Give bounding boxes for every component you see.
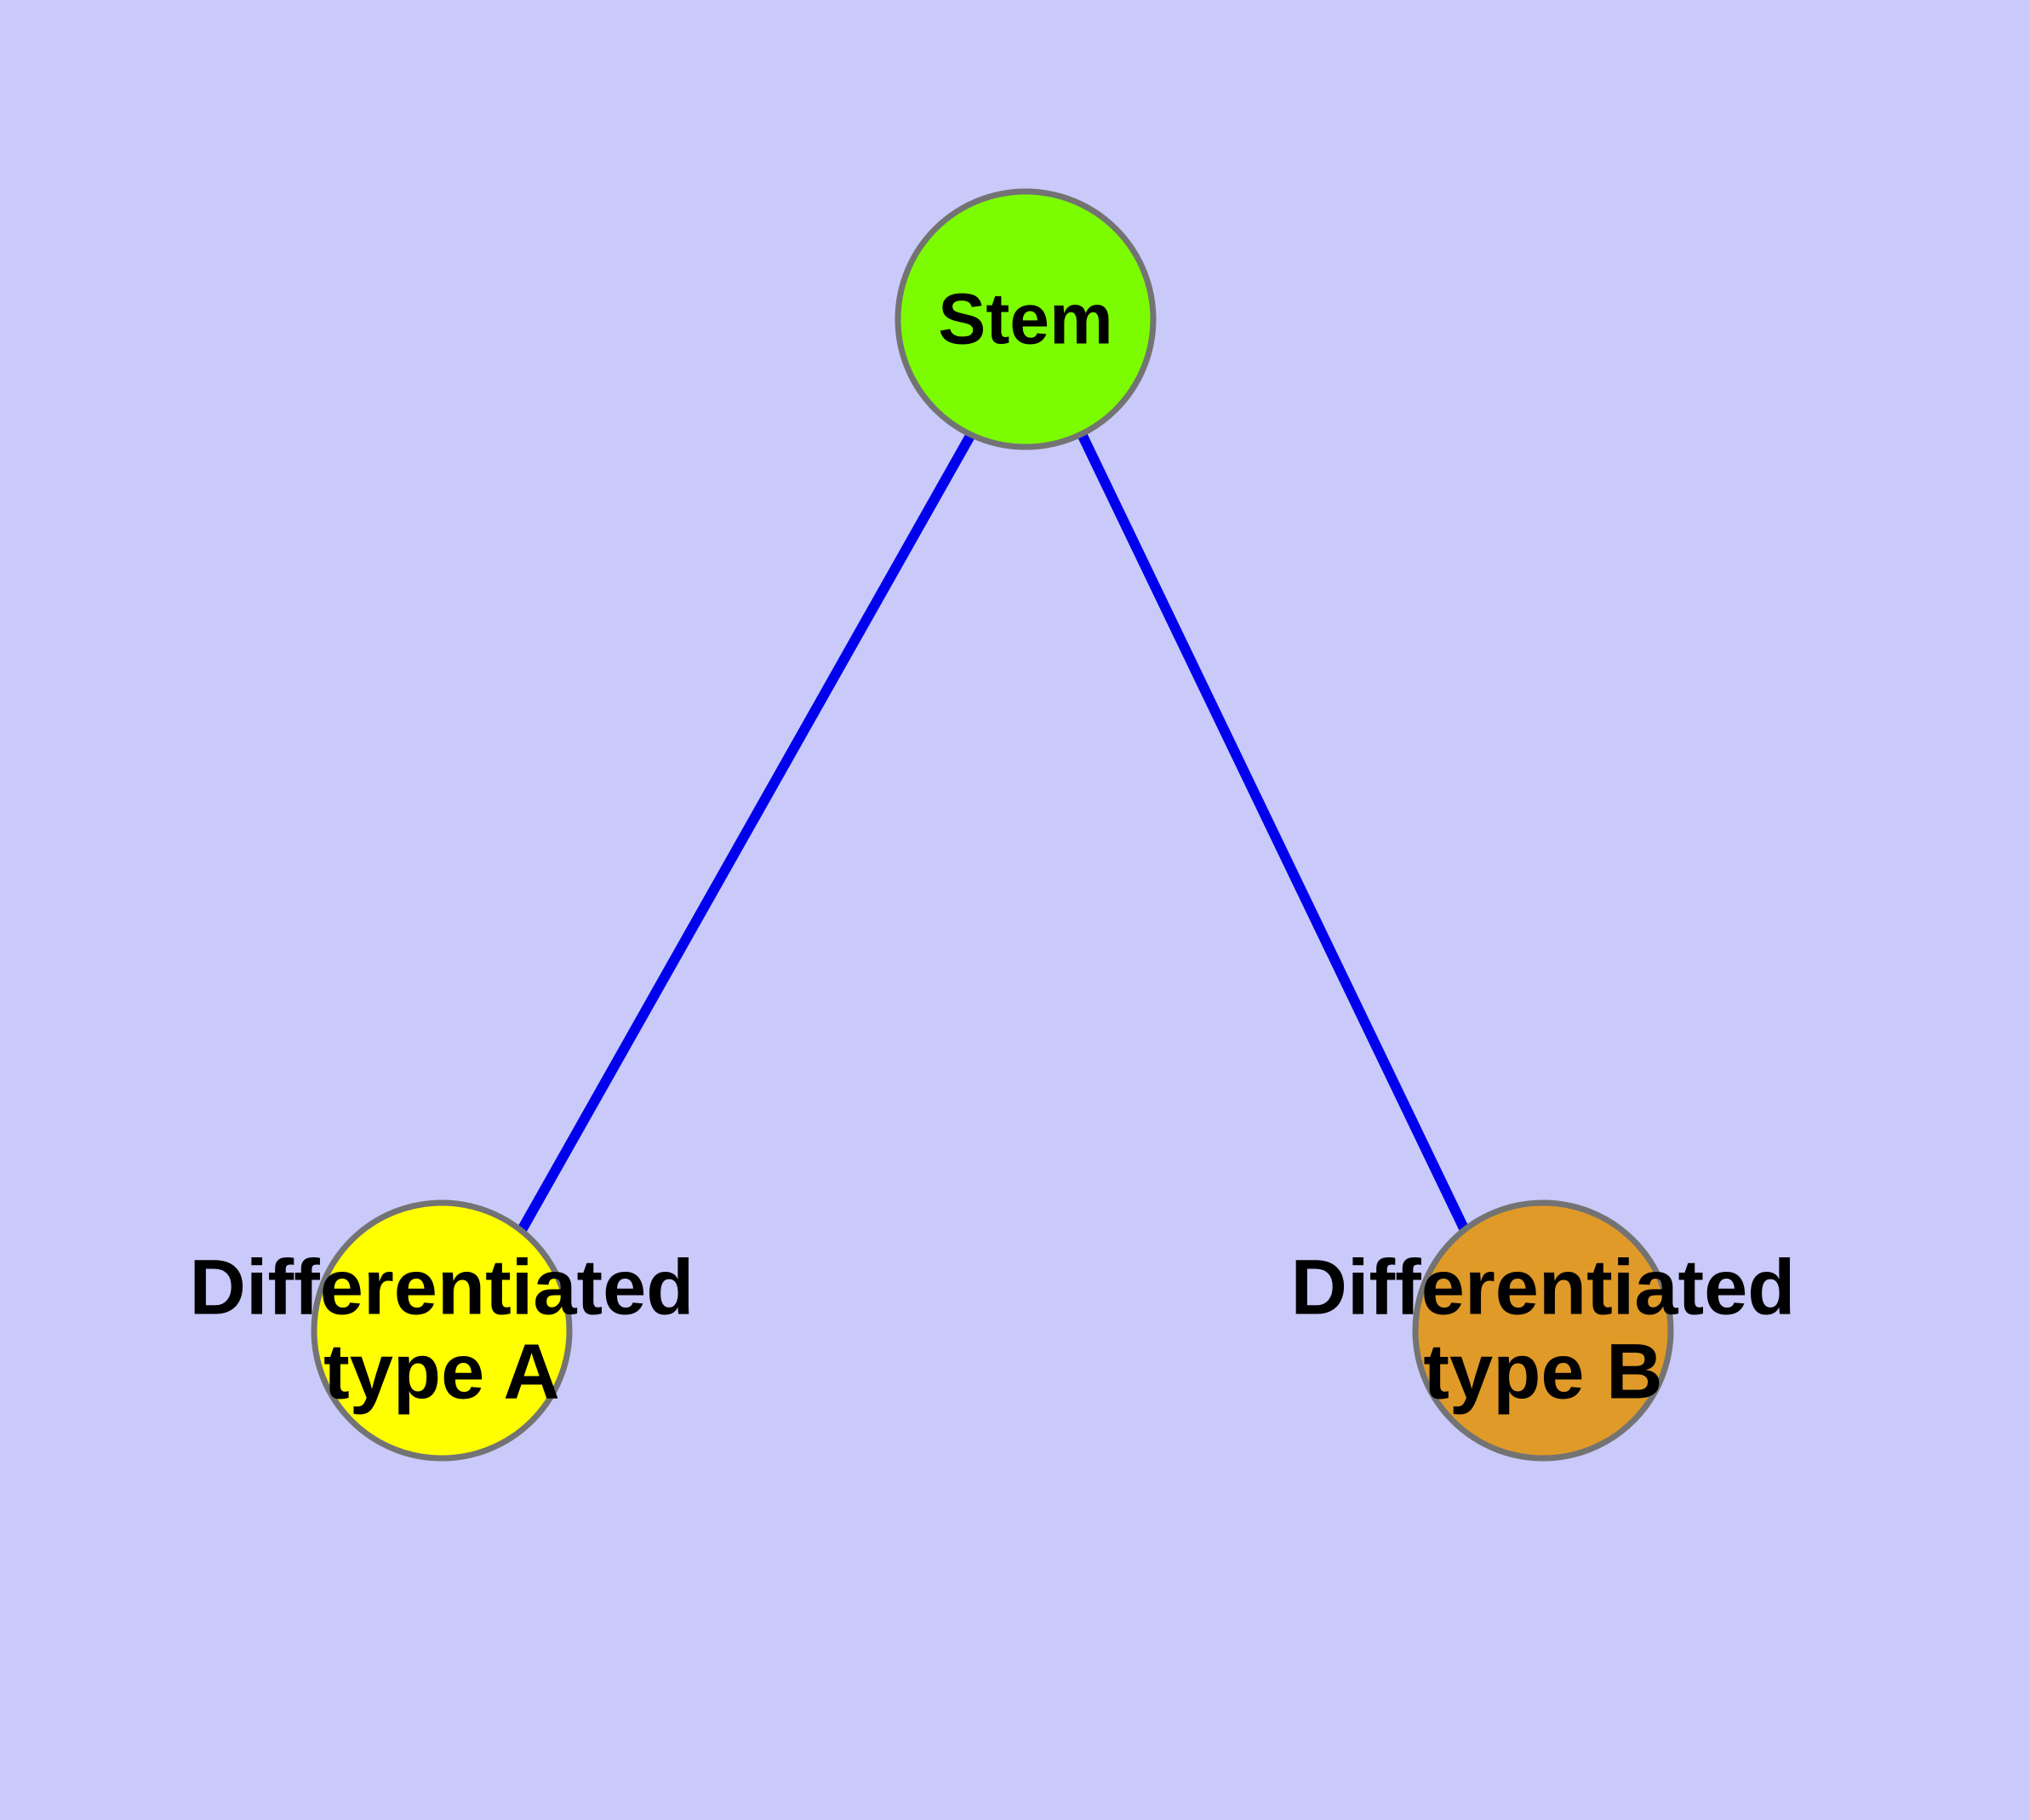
edge-stem-to-differentiated-type-a[interactable] [517, 433, 975, 1233]
edge-group [517, 433, 1469, 1233]
edge-stem-to-differentiated-type-b[interactable] [1077, 433, 1469, 1231]
node-differentiated-type-b[interactable] [1412, 1199, 1674, 1462]
node-stem[interactable] [894, 188, 1157, 450]
node-differentiated-type-a[interactable] [311, 1199, 573, 1462]
node-group [311, 188, 1674, 1462]
